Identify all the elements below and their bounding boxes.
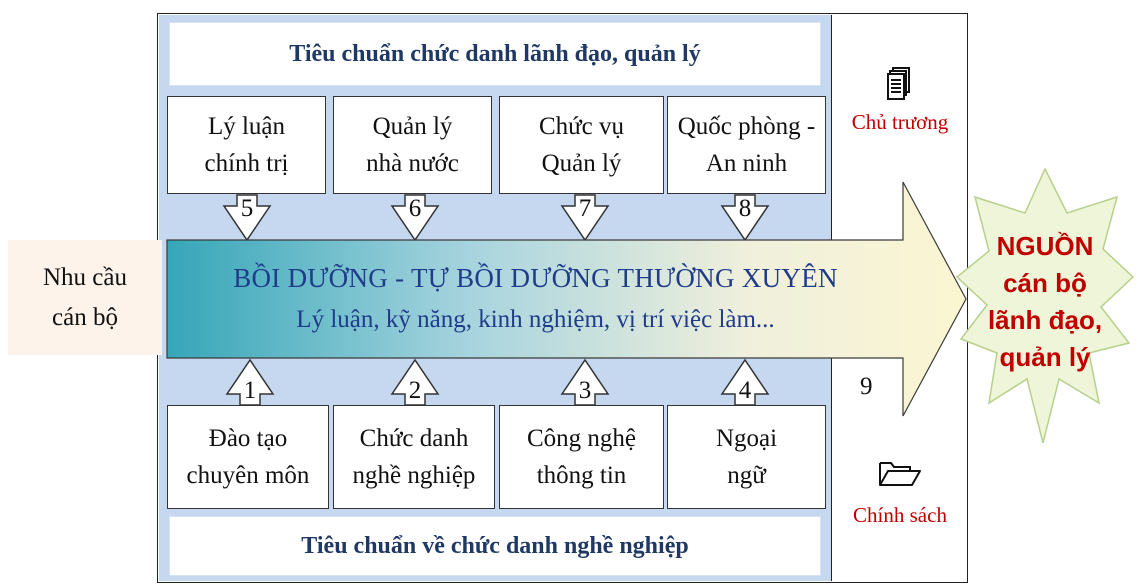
staff-demand-label: Nhu cầu cán bộ xyxy=(8,240,162,355)
arrow-up-2 xyxy=(390,358,440,406)
topic-box-professional-title: Chức danh nghề nghiệp xyxy=(333,405,495,509)
topic-box-political-theory: Lý luận chính trị xyxy=(167,96,326,194)
result-text: NGUỒN cán bộ lãnh đạo, quản lý xyxy=(960,228,1130,376)
number-3: 3 xyxy=(578,377,592,404)
topic-box-state-management: Quản lý nhà nước xyxy=(333,96,492,194)
arrow-down-8 xyxy=(720,194,770,242)
professional-standards-band: Tiêu chuẩn về chức danh nghề nghiệp xyxy=(169,516,821,576)
arrow-up-1 xyxy=(225,358,275,406)
arrow-down-6 xyxy=(390,194,440,242)
policy-direction-label: Chủ trương xyxy=(851,110,949,134)
starburst-shape xyxy=(955,167,1135,444)
topic-box-text: Lý luận chính trị xyxy=(204,113,289,177)
policy-label: Chính sách xyxy=(853,503,947,527)
topic-box-text: Chức vụ Quản lý xyxy=(538,113,625,177)
result-starburst xyxy=(955,167,1135,444)
arrow-up-3 xyxy=(560,358,610,406)
leadership-standards-text: Tiêu chuẩn chức danh lãnh đạo, quản lý xyxy=(289,40,701,67)
training-subtitle: Lý luận, kỹ năng, kinh nghiệm, vị trí vi… xyxy=(296,306,775,333)
topic-box-defense-security: Quốc phòng - An ninh xyxy=(667,96,826,194)
number-7: 7 xyxy=(578,195,592,222)
training-title: BỒI DƯỠNG - TỰ BỒI DƯỠNG THƯỜNG XUYÊN xyxy=(233,263,838,293)
number-8: 8 xyxy=(738,195,752,222)
result-text-content: NGUỒN cán bộ lãnh đạo, quản lý xyxy=(987,231,1103,372)
topic-box-foreign-language: Ngoại ngữ xyxy=(667,405,826,509)
topic-box-text: Công nghệ thông tin xyxy=(526,425,637,489)
topic-box-text: Ngoại ngữ xyxy=(715,425,778,489)
open-folder-icon xyxy=(879,462,921,486)
number-5: 5 xyxy=(240,195,254,222)
document-stack-icon xyxy=(887,67,910,100)
topic-box-text: Đào tạo chuyên môn xyxy=(186,425,310,489)
leadership-standards-band: Tiêu chuẩn chức danh lãnh đạo, quản lý xyxy=(169,22,821,86)
topic-box-text: Quản lý nhà nước xyxy=(366,113,459,177)
topic-box-text: Chức danh nghề nghiệp xyxy=(352,425,476,489)
topic-box-text: Quốc phòng - An ninh xyxy=(677,113,816,177)
training-arrow-shape xyxy=(166,181,967,417)
professional-standards-text: Tiêu chuẩn về chức danh nghề nghiệp xyxy=(301,532,689,559)
topic-box-professional-training: Đào tạo chuyên môn xyxy=(167,405,329,509)
number-2: 2 xyxy=(408,377,422,404)
topic-box-management-position: Chức vụ Quản lý xyxy=(499,96,664,194)
arrow-down-7 xyxy=(560,194,610,242)
topic-box-information-technology: Công nghệ thông tin xyxy=(499,405,664,509)
number-9: 9 xyxy=(860,373,873,400)
number-6: 6 xyxy=(408,195,422,222)
arrow-up-4 xyxy=(720,358,770,406)
number-4: 4 xyxy=(738,377,752,404)
arrow-down-5 xyxy=(222,194,272,242)
number-1: 1 xyxy=(243,377,257,404)
staff-demand-text: Nhu cầu cán bộ xyxy=(43,263,127,331)
